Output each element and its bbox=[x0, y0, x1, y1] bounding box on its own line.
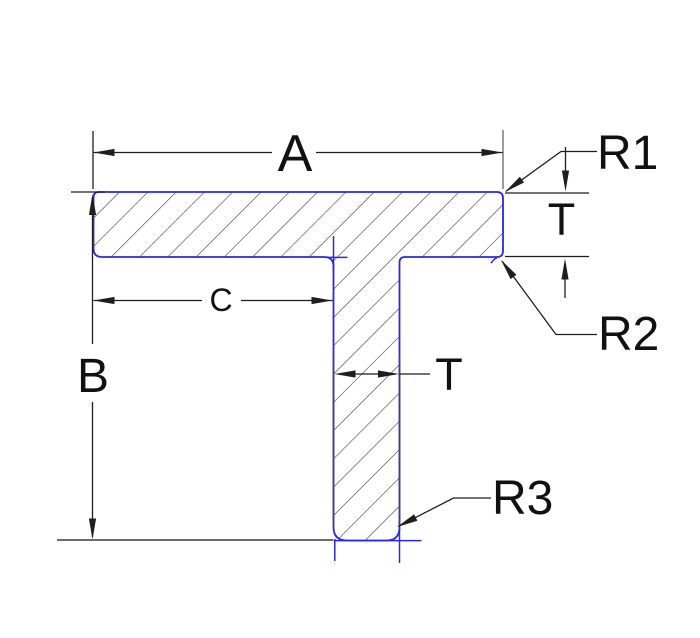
arrowhead bbox=[561, 258, 569, 280]
stem-edges bbox=[332, 357, 401, 526]
dim-c-label: C bbox=[209, 282, 232, 318]
dim-a-label: A bbox=[278, 125, 313, 183]
arrowhead bbox=[88, 518, 97, 540]
arrowhead bbox=[501, 260, 517, 280]
arrowhead bbox=[397, 514, 418, 527]
arrowhead bbox=[88, 194, 97, 215]
arrowhead bbox=[481, 148, 503, 157]
radius-r2-label: R2 bbox=[598, 308, 659, 361]
sketch-overshoot-lines bbox=[325, 236, 498, 563]
arrowhead bbox=[93, 296, 115, 305]
arrowhead bbox=[378, 370, 399, 378]
dim-b: B bbox=[57, 191, 333, 541]
dim-a: A bbox=[92, 125, 504, 189]
leader-r3: R3 bbox=[397, 472, 553, 527]
dim-t-flange: T bbox=[505, 147, 589, 298]
arrowhead bbox=[311, 296, 333, 305]
arrowhead bbox=[561, 170, 570, 192]
dim-c: C bbox=[93, 282, 333, 318]
dim-t-flange-label: T bbox=[548, 194, 576, 245]
leader-r2: R2 bbox=[501, 260, 659, 361]
radius-r3-label: R3 bbox=[492, 472, 553, 525]
dim-t-stem: T bbox=[334, 349, 463, 400]
arrowhead bbox=[334, 370, 356, 378]
arrowhead bbox=[93, 148, 115, 157]
arrowhead bbox=[505, 176, 524, 192]
dim-b-label: B bbox=[77, 350, 109, 403]
leader-r1: R1 bbox=[505, 127, 658, 192]
dim-t-stem-label: T bbox=[435, 349, 463, 400]
radius-r1-label: R1 bbox=[597, 127, 658, 180]
